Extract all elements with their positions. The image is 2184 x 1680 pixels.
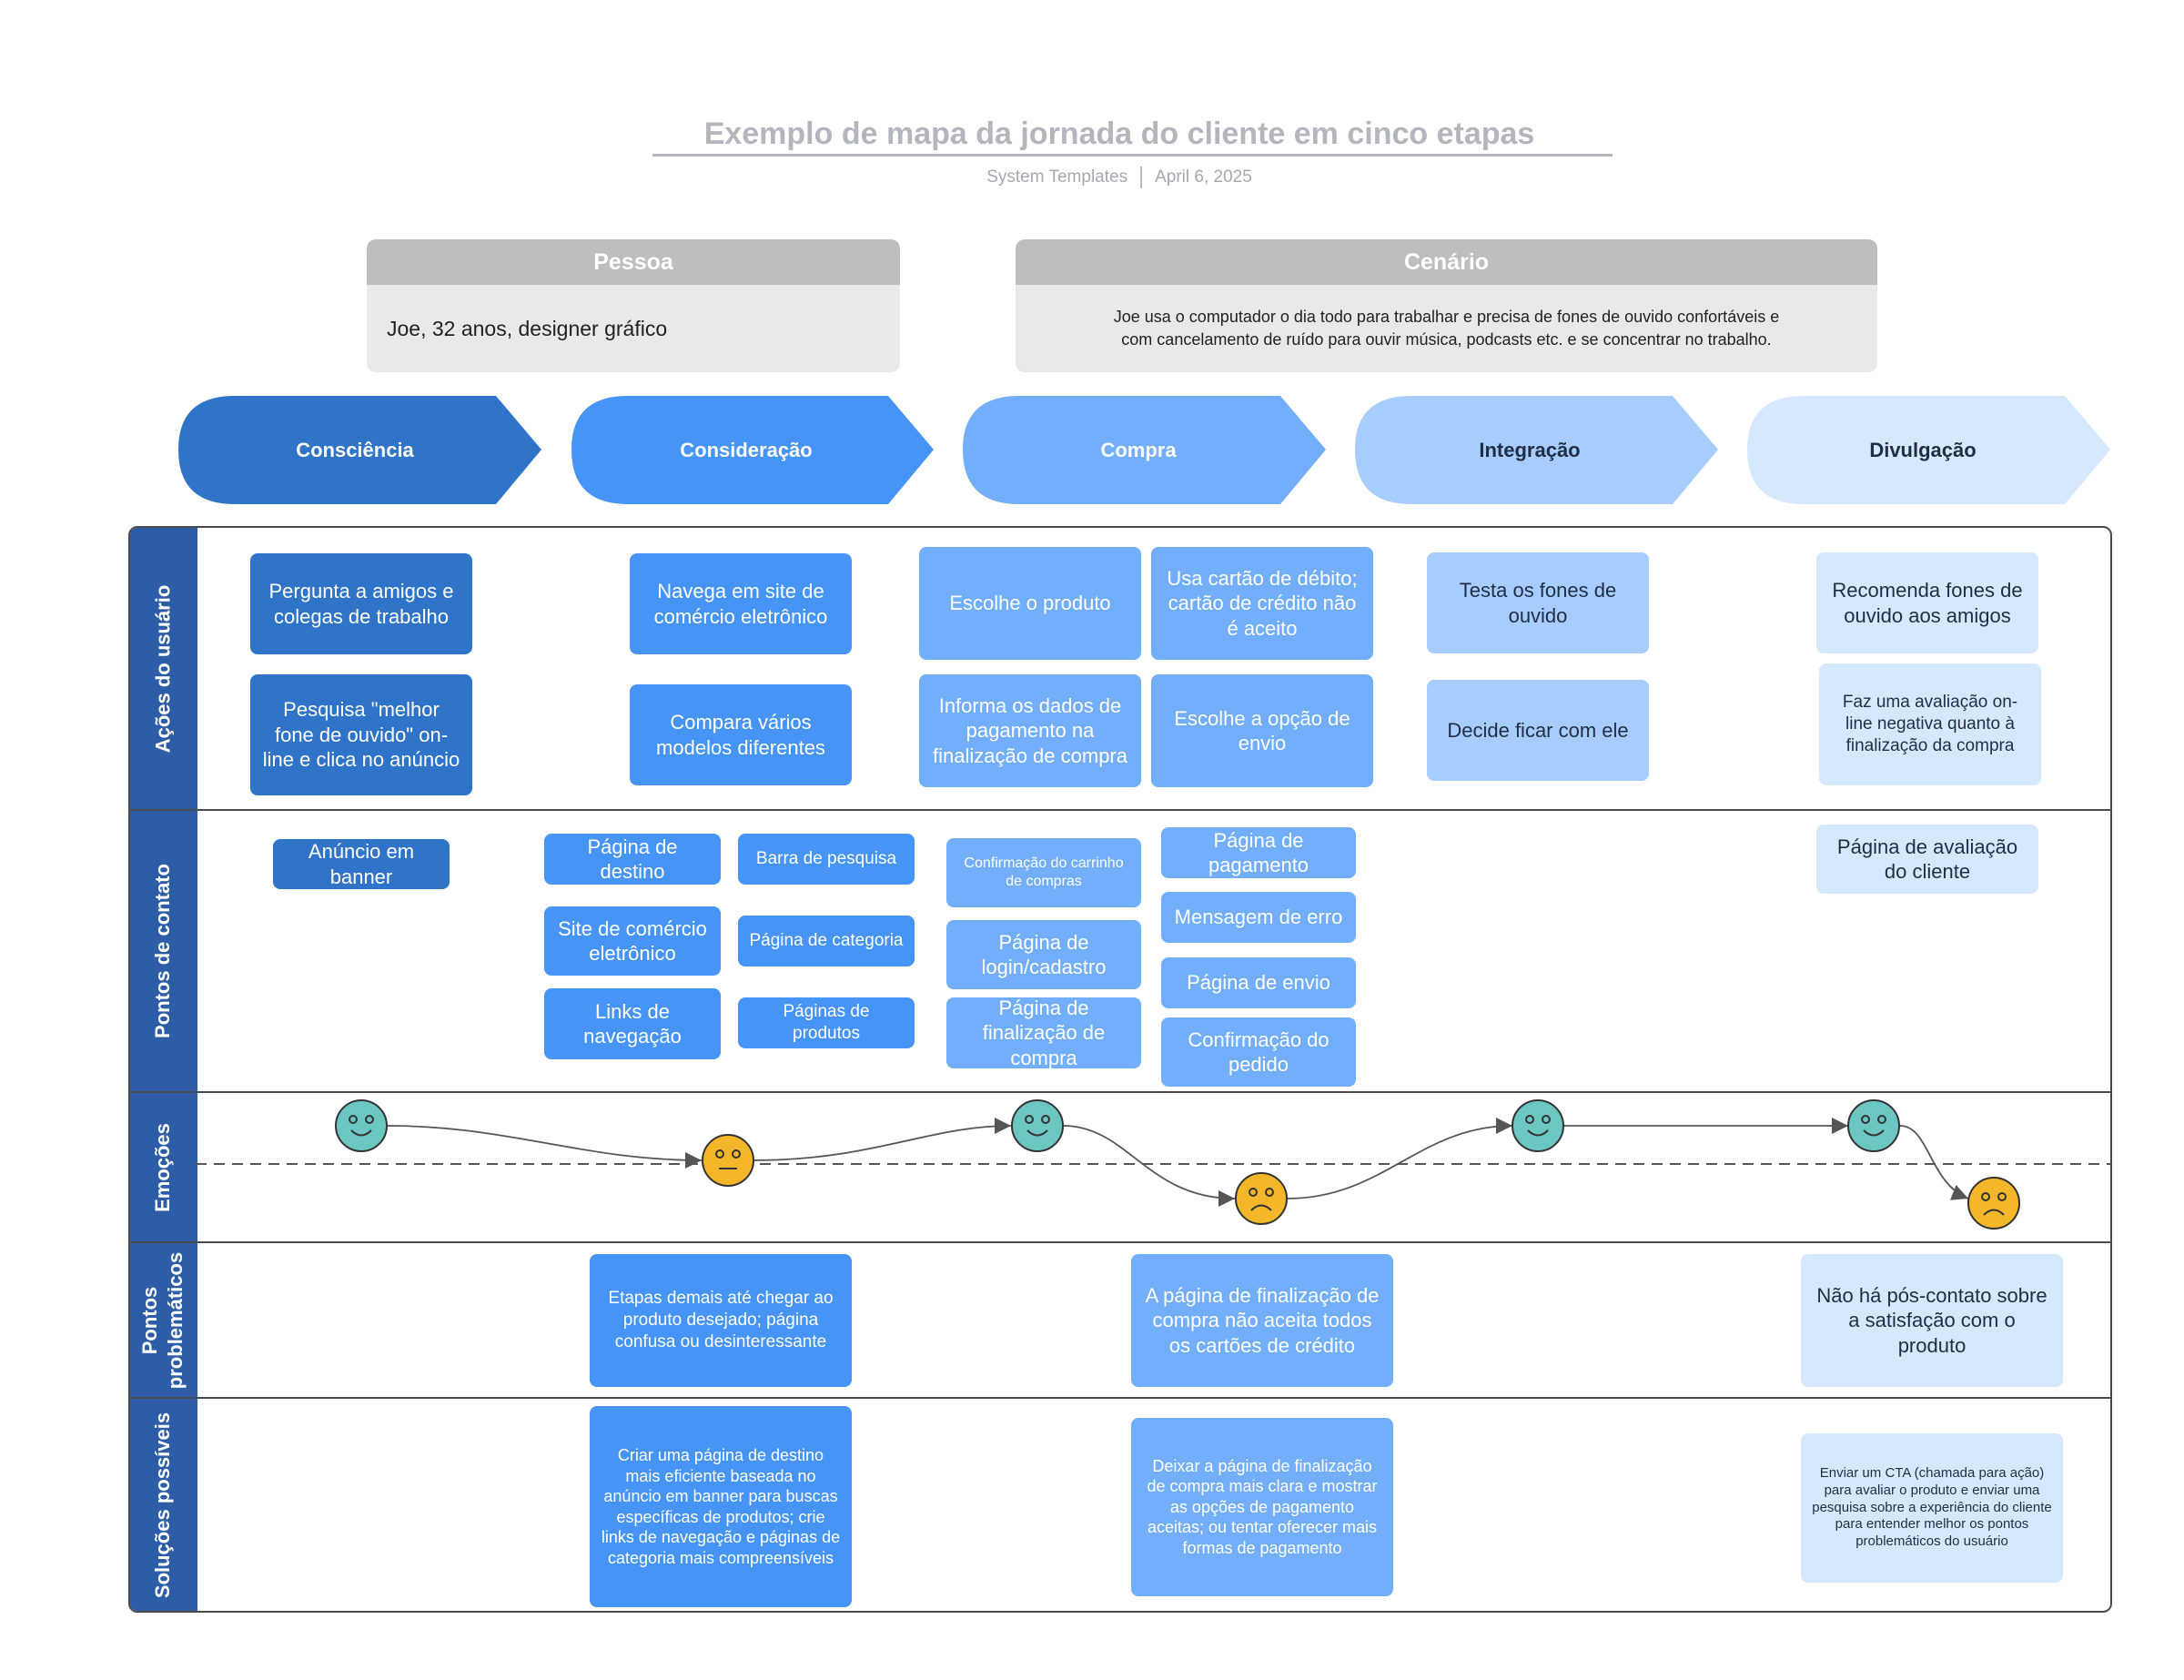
journey-table xyxy=(128,526,2112,1613)
solution-card: Criar uma página de destino mais eficien… xyxy=(590,1406,852,1607)
touchpoint-card: Confirmação do pedido xyxy=(1161,1017,1356,1087)
touchpoint-card: Site de comércio eletrônico xyxy=(544,906,721,976)
happy-face-icon xyxy=(1847,1099,1900,1152)
touchpoint-card: Barra de pesquisa xyxy=(738,834,915,885)
sad-face-icon xyxy=(1235,1172,1288,1225)
date-label: April 6, 2025 xyxy=(1155,167,1252,187)
scenario-header: Cenário xyxy=(1016,239,1877,285)
touchpoint-card: Página de pagamento xyxy=(1161,827,1356,878)
action-card: Recomenda fones de ouvido aos amigos xyxy=(1816,552,2038,653)
stage-arrow-awareness xyxy=(178,396,541,504)
solution-card: Enviar um CTA (chamada para ação) para a… xyxy=(1801,1433,2063,1583)
scenario-text-line-2: com cancelamento de ruído para ouvir mús… xyxy=(1121,330,1772,349)
sad-face-icon xyxy=(1967,1177,2020,1230)
scenario-text-line-1: Joe usa o computador o dia todo para tra… xyxy=(1113,308,1780,326)
action-card: Pergunta a amigos e colegas de trabalho xyxy=(250,553,472,654)
subtitle-divider xyxy=(1140,167,1143,188)
emotion-connector xyxy=(1062,1125,1236,1207)
emotion-connector xyxy=(387,1125,703,1169)
action-card: Compara vários modelos diferentes xyxy=(630,684,852,785)
emotion-connector xyxy=(1899,1125,1969,1200)
row-divider xyxy=(128,809,2112,811)
action-card: Informa os dados de pagamento na finaliz… xyxy=(919,674,1141,787)
action-card: Testa os fones de ouvido xyxy=(1427,552,1649,653)
label-column xyxy=(130,528,197,1611)
touchpoint-card: Mensagem de erro xyxy=(1161,892,1356,943)
action-card: Navega em site de comércio eletrônico xyxy=(630,553,852,654)
touchpoint-card: Links de navegação xyxy=(544,988,721,1059)
page-subtitle: System Templates April 6, 2025 xyxy=(637,164,1602,191)
source-label: System Templates xyxy=(986,167,1128,187)
touchpoint-card: Página de categoria xyxy=(738,916,915,967)
touchpoint-card: Página de avaliação do cliente xyxy=(1816,825,2038,894)
stage-arrow-consideration xyxy=(571,396,934,504)
scenario-body: Joe usa o computador o dia todo para tra… xyxy=(1016,285,1877,372)
touchpoint-card: Página de finalização de compra xyxy=(946,997,1141,1068)
persona-body: Joe, 32 anos, designer gráfico xyxy=(367,285,900,372)
stage-label-consideration: Consideração xyxy=(680,439,813,461)
title-underline xyxy=(652,154,1613,157)
pain-point-card: Não há pós-contato sobre a satisfação co… xyxy=(1801,1254,2063,1387)
touchpoint-card: Página de envio xyxy=(1161,957,1356,1008)
touchpoint-card: Anúncio em banner xyxy=(273,839,450,889)
stage-arrow-advocacy xyxy=(1747,396,2110,504)
row-divider xyxy=(128,1091,2112,1093)
happy-face-icon xyxy=(335,1099,388,1152)
action-card: Usa cartão de débito; cartão de crédito … xyxy=(1151,547,1373,660)
happy-face-icon xyxy=(1512,1099,1564,1152)
stage-arrow-purchase xyxy=(963,396,1326,504)
happy-face-icon xyxy=(1011,1099,1064,1152)
action-card: Pesquisa "melhor fone de ouvido" on-line… xyxy=(250,674,472,795)
row-divider xyxy=(128,1397,2112,1399)
action-card: Faz uma avaliação on-line negativa quant… xyxy=(1819,663,2041,785)
pain-point-card: A página de finalização de compra não ac… xyxy=(1131,1254,1393,1387)
row-divider xyxy=(128,1241,2112,1243)
stage-label-purchase: Compra xyxy=(1100,439,1177,461)
stage-label-awareness: Consciência xyxy=(296,439,414,461)
emotion-connector xyxy=(753,1118,1012,1161)
stage-label-onboarding: Integração xyxy=(1479,439,1581,461)
emotion-connector xyxy=(1287,1118,1513,1199)
stage-label-advocacy: Divulgação xyxy=(1869,439,1977,461)
action-card: Decide ficar com ele xyxy=(1427,680,1649,781)
solution-card: Deixar a página de finalização de compra… xyxy=(1131,1418,1393,1596)
persona-header: Pessoa xyxy=(367,239,900,285)
touchpoint-card: Página de destino xyxy=(544,834,721,885)
pain-point-card: Etapas demais até chegar ao produto dese… xyxy=(590,1254,852,1387)
neutral-face-icon xyxy=(702,1134,754,1187)
touchpoint-card: Páginas de produtos xyxy=(738,997,915,1048)
action-card: Escolhe a opção de envio xyxy=(1151,674,1373,787)
touchpoint-card: Confirmação do carrinho de compras xyxy=(946,838,1141,907)
touchpoint-card: Página de login/cadastro xyxy=(946,920,1141,989)
stage-arrow-onboarding xyxy=(1355,396,1718,504)
action-card: Escolhe o produto xyxy=(919,547,1141,660)
page-title: Exemplo de mapa da jornada do cliente em… xyxy=(703,116,1535,151)
